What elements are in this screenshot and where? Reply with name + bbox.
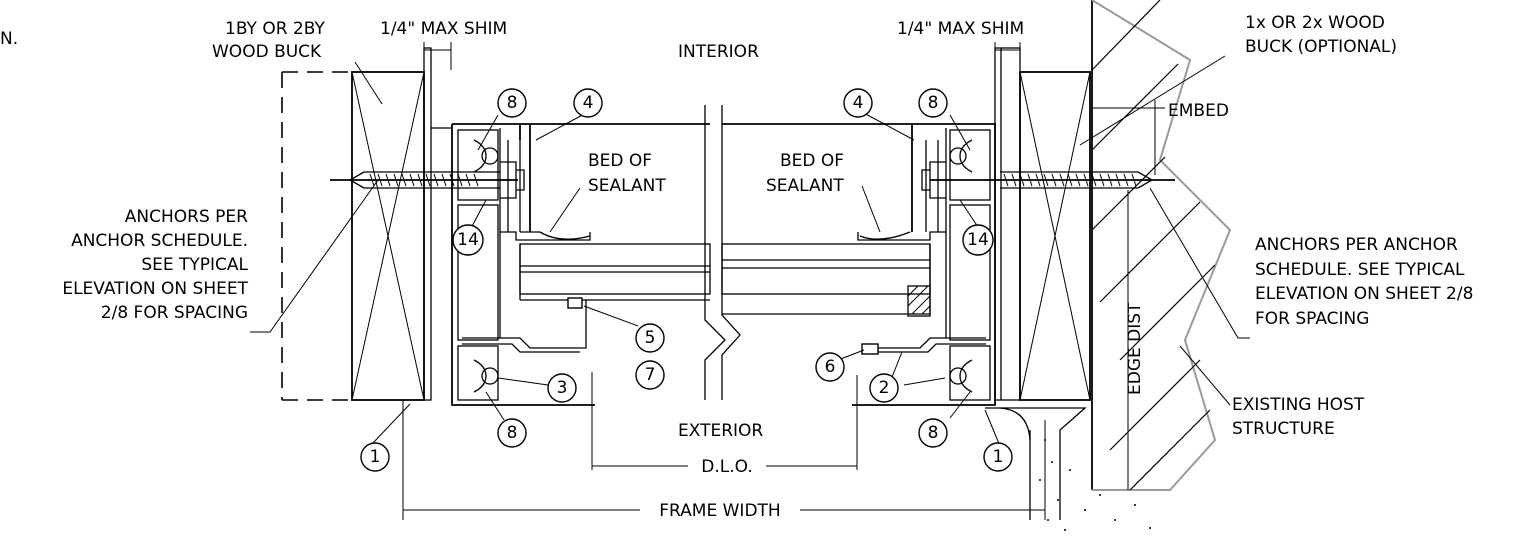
callout-1-right: 1: [983, 442, 1013, 472]
svg-text:7: 7: [645, 365, 656, 385]
anchor-right-line1: ANCHORS PER ANCHOR: [1255, 235, 1458, 255]
buck-right-line1: 1x OR 2x WOOD: [1245, 13, 1385, 33]
svg-text:8: 8: [928, 423, 939, 443]
anchor-right-line4: FOR SPACING: [1255, 309, 1369, 329]
embed-label: EMBED: [1168, 101, 1229, 121]
leader-lines: [250, 55, 1250, 447]
callout-8-top-left: 8: [497, 88, 527, 118]
labels: N. 1BY OR 2BY WOOD BUCK 1/4" MAX SHIM IN…: [0, 13, 1473, 521]
svg-text:14: 14: [967, 230, 989, 250]
callout-14-left: 14: [452, 224, 484, 256]
bed-left-line1: BED OF: [588, 151, 652, 171]
svg-text:1: 1: [370, 447, 381, 467]
buck-left-line2: WOOD BUCK: [212, 42, 322, 62]
left-jamb: [281, 47, 711, 406]
dimension-lines: [402, 42, 1165, 520]
callout-3: 3: [547, 373, 577, 403]
bed-left-line2: SEALANT: [588, 176, 666, 196]
bed-right-line2: SEALANT: [766, 176, 844, 196]
anchor-left-line5: 2/8 FOR SPACING: [101, 303, 248, 323]
dlo-label: D.L.O.: [701, 457, 752, 477]
exterior-label: EXTERIOR: [678, 421, 763, 441]
svg-text:3: 3: [557, 378, 568, 398]
svg-text:4: 4: [583, 93, 594, 113]
svg-text:4: 4: [853, 93, 864, 113]
svg-text:6: 6: [825, 357, 836, 377]
buck-left-line1: 1BY OR 2BY: [225, 19, 325, 39]
anchor-left-line3: SEE TYPICAL: [141, 255, 248, 275]
svg-text:14: 14: [457, 230, 479, 250]
svg-text:1: 1: [993, 447, 1004, 467]
callout-8-top-right: 8: [918, 88, 948, 118]
frame-width-label: FRAME WIDTH: [659, 501, 780, 521]
left-anchor-threads: [348, 171, 479, 189]
right-jamb: [721, 0, 1232, 520]
edge-dist-label: EDGE DIST: [1125, 302, 1145, 395]
svg-text:5: 5: [645, 328, 656, 348]
callout-6: 6: [815, 352, 845, 382]
callout-7: 7: [635, 360, 665, 390]
edge-text: N.: [0, 29, 18, 49]
callout-bubbles: 8 4 14 5 7 3 8 1: [360, 88, 1013, 472]
svg-text:8: 8: [507, 93, 518, 113]
bed-right-line1: BED OF: [780, 151, 844, 171]
host-line2: STRUCTURE: [1232, 419, 1335, 439]
anchor-left-line1: ANCHORS PER: [125, 207, 248, 227]
callout-4-left: 4: [573, 88, 603, 118]
callout-8-bottom-right: 8: [918, 418, 948, 448]
callout-14-right: 14: [962, 224, 994, 256]
shim-right-label: 1/4" MAX SHIM: [897, 19, 1024, 39]
svg-text:2: 2: [879, 378, 890, 398]
callout-4-right: 4: [843, 88, 873, 118]
interior-label: INTERIOR: [678, 42, 759, 62]
callout-1-left: 1: [360, 442, 390, 472]
anchor-right-line3: ELEVATION ON SHEET 2/8: [1255, 284, 1473, 304]
anchor-left-line4: ELEVATION ON SHEET: [62, 279, 248, 299]
svg-text:8: 8: [507, 423, 518, 443]
shim-left-label: 1/4" MAX SHIM: [380, 19, 507, 39]
svg-text:8: 8: [928, 93, 939, 113]
callout-5: 5: [635, 323, 665, 353]
buck-right-line2: BUCK (OPTIONAL): [1245, 37, 1397, 57]
anchor-right-line2: SCHEDULE. SEE TYPICAL: [1255, 260, 1465, 280]
callout-2: 2: [869, 373, 899, 403]
anchor-left-line2: ANCHOR SCHEDULE.: [71, 231, 248, 251]
host-line1: EXISTING HOST: [1232, 395, 1365, 415]
callout-8-bottom-left: 8: [497, 418, 527, 448]
